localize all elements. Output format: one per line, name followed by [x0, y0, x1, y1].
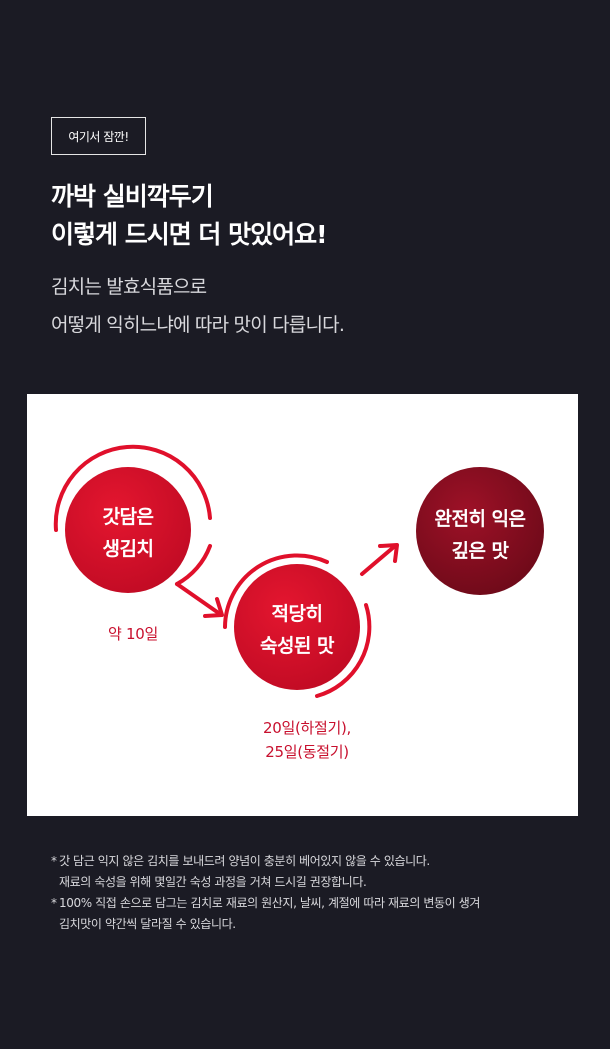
stage-3-label-line-2: 깊은 맛: [451, 540, 509, 562]
stage-3-circle: [416, 467, 544, 595]
diagram-graphics: [53, 444, 544, 698]
footnote-1-line-2: 재료의 숙성을 위해 몇일간 숙성 과정을 거쳐 드시길 권장합니다.: [59, 875, 367, 889]
stage-1-label-line-2: 생김치: [102, 538, 154, 560]
stage-2-arrow: [360, 544, 397, 576]
headline-line-1: 까박 실비깍두기: [51, 182, 214, 211]
stage-2-duration: 20일(하절기), 25일(동절기): [242, 716, 372, 764]
intro-text: 김치는 발효식품으로 어떻게 익히느냐에 따라 맛이 다릅니다.: [51, 268, 591, 344]
footnote-2-line-1: 100% 직접 손으로 담그는 김치로 재료의 원산지, 날씨, 계절에 따라 …: [59, 896, 480, 910]
fermentation-diagram: 갓담은 생김치 약 10일 적당히 숙성된 맛 20일(하절기), 25일(동절…: [27, 394, 578, 816]
stage-2-label-line-2: 숙성된 맛: [259, 635, 335, 657]
stage-2-label: 적당히 숙성된 맛: [232, 598, 362, 662]
footnote-2: * 100% 직접 손으로 담그는 김치로 재료의 원산지, 날씨, 계절에 따…: [51, 893, 591, 935]
footnote-1-line-1: 갓 담근 익지 않은 김치를 보내드려 양념이 충분히 베어있지 않을 수 있습…: [59, 854, 430, 868]
stage-2-duration-line-1: 20일(하절기),: [262, 719, 352, 737]
stage-1-ring: [53, 444, 212, 532]
footnote-2-line-2: 김치맛이 약간씩 달라질 수 있습니다.: [59, 917, 236, 931]
footnote-1-marker: *: [51, 854, 57, 868]
stage-2-ring-right: [315, 603, 372, 698]
stage-2-arrowhead: [378, 543, 399, 563]
stage-1-ring-lower: [175, 544, 212, 586]
intro-line-2: 어떻게 익히느냐에 따라 맛이 다릅니다.: [51, 314, 345, 336]
footnote-1: * 갓 담근 익지 않은 김치를 보내드려 양념이 충분히 베어있지 않을 수 …: [51, 851, 591, 893]
stage-2-ring: [223, 553, 329, 629]
stage-1-arrow: [175, 582, 222, 616]
stage-1-label-line-1: 갓담은: [102, 506, 154, 528]
stage-1-circle: [65, 467, 191, 593]
stage-2-label-line-1: 적당히: [271, 603, 323, 625]
stage-1-arrowhead: [203, 597, 224, 618]
stage-2-circle: [234, 564, 360, 690]
footnote-2-marker: *: [51, 896, 57, 910]
tip-badge: 여기서 잠깐!: [51, 117, 146, 155]
stage-1-duration: 약 10일: [88, 622, 178, 646]
stage-2-duration-line-2: 25일(동절기): [265, 743, 349, 761]
stage-3-label-line-1: 완전히 익은: [434, 508, 526, 530]
stage-1-label: 갓담은 생김치: [68, 501, 188, 565]
footnotes: * 갓 담근 익지 않은 김치를 보내드려 양념이 충분히 베어있지 않을 수 …: [51, 851, 591, 935]
headline-line-2: 이렇게 드시면 더 맛있어요!: [51, 220, 328, 249]
stage-3-label: 완전히 익은 깊은 맛: [415, 503, 545, 567]
stage-1-duration-line: 약 10일: [108, 625, 158, 643]
intro-line-1: 김치는 발효식품으로: [51, 276, 207, 298]
headline: 까박 실비깍두기 이렇게 드시면 더 맛있어요!: [51, 178, 571, 254]
